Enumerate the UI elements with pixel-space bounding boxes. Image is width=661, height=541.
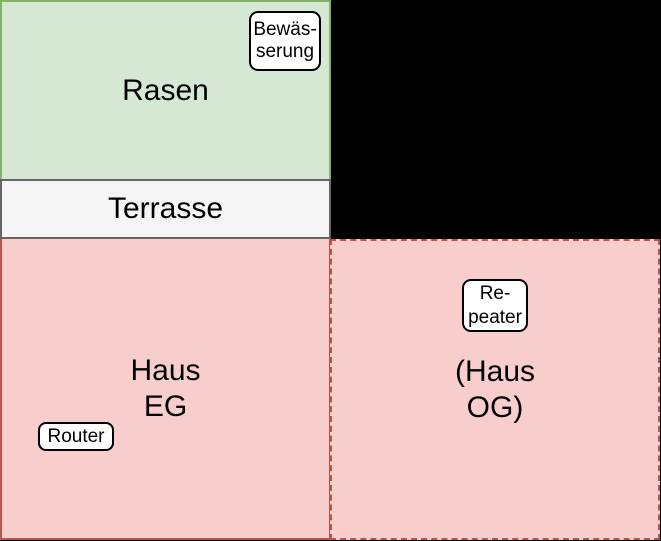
haus-og-label-line2: OG) (466, 390, 524, 424)
haus-og-label-line1: (Haus (454, 354, 536, 388)
repeater-label-line2: peater (468, 306, 522, 328)
haus-eg-label-line1: Haus (130, 353, 201, 387)
rasen-label: Rasen (122, 73, 209, 107)
repeater-label-line1: Re- (479, 282, 511, 304)
haus-og-label: (Haus OG) (455, 354, 535, 426)
repeater-node[interactable]: Re- peater (462, 279, 528, 332)
region-terrasse[interactable]: Terrasse (0, 179, 331, 239)
router-label: Router (47, 425, 105, 447)
terrasse-label: Terrasse (107, 192, 224, 225)
empty-area (331, 0, 661, 239)
haus-eg-label: Haus EG (130, 353, 200, 425)
region-haus-eg[interactable]: Haus EG (0, 237, 331, 540)
bewaesserung-node[interactable]: Bewäs- serung (249, 11, 321, 71)
router-node[interactable]: Router (38, 422, 114, 451)
bewaesserung-label-line1: Bewäs- (253, 19, 317, 40)
bewaesserung-label-line2: serung (255, 41, 315, 62)
haus-eg-label-line2: EG (143, 389, 188, 423)
